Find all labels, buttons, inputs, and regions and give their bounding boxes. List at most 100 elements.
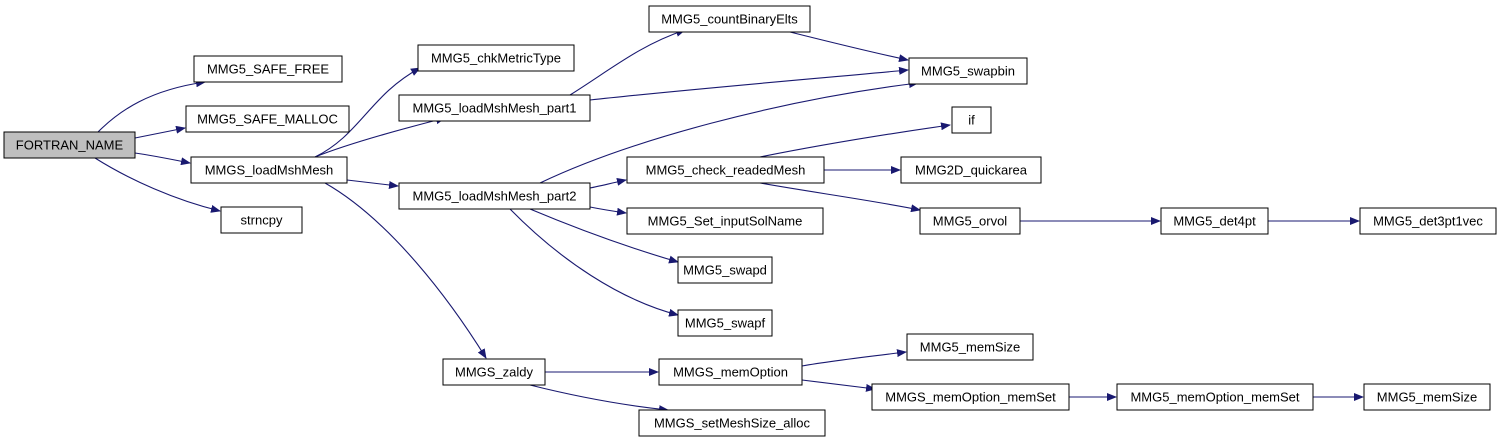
node-label: MMGS_memOption_memSet [885,390,1056,405]
node-safe-malloc[interactable]: MMG5_SAFE_MALLOC [185,105,350,133]
node-label: MMG5_SAFE_FREE [207,62,329,77]
edge-loadmsh-to-zaldy [324,182,487,359]
node-box[interactable] [626,156,825,184]
node-label: MMG5_Set_inputSolName [648,214,803,229]
node-safe-free[interactable]: MMG5_SAFE_FREE [193,55,343,83]
node-box[interactable] [398,182,591,210]
node-label: MMG5_memSize [920,340,1020,355]
edge-part1-to-countbin [569,29,686,96]
node-box[interactable] [3,131,136,159]
node-box[interactable] [638,409,826,437]
node-box[interactable] [658,358,803,386]
edge-countbin-to-swapbin [789,31,909,63]
node-label: MMG5_memSize [1377,390,1477,405]
edge-fortran-to-strncpy [94,157,221,213]
node-label: MMGS_loadMshMesh [205,163,334,178]
node-chkmetric[interactable]: MMG5_chkMetricType [417,44,575,72]
node-label: MMG5_det4pt [1173,214,1256,229]
edge-fortran-to-loadmsh [134,152,191,166]
edge-fortran-to-safe_malloc [134,125,186,139]
node-box[interactable] [185,105,350,133]
node-label: MMG5_swapf [685,316,766,331]
node-swapd[interactable]: MMG5_swapd [677,256,773,284]
node-label: MMG5_loadMshMesh_part1 [412,101,576,116]
node-label: MMG5_swapd [683,263,767,278]
node-box[interactable] [193,55,343,83]
node-part2[interactable]: MMG5_loadMshMesh_part2 [398,182,591,210]
node-box[interactable] [677,309,773,337]
node-memoption[interactable]: MMGS_memOption [658,358,803,386]
node-label: MMG5_det3pt1vec [1373,214,1483,229]
node-label: MMG5_SAFE_MALLOC [197,112,338,127]
node-box[interactable] [1160,207,1269,235]
node-box[interactable] [190,156,348,184]
edge-loadmsh-to-part2 [346,179,399,189]
node-check[interactable]: MMG5_check_readedMesh [626,156,825,184]
node-fortran[interactable]: FORTRAN_NAME [3,131,136,159]
node-part1[interactable]: MMG5_loadMshMesh_part1 [398,94,591,122]
node-if[interactable]: if [951,106,992,134]
node-box[interactable] [951,106,992,134]
node-box[interactable] [1359,207,1497,235]
node-label: MMG5_memOption_memSet [1130,390,1299,405]
node-setmeshsize[interactable]: MMGS_setMeshSize_alloc [638,409,826,437]
edge-part2-to-setinput [589,206,627,216]
node-label: if [968,113,975,128]
node-orvol[interactable]: MMG5_orvol [919,207,1021,235]
node-label: MMGS_memOption [673,365,788,380]
node-label: MMGS_zaldy [455,365,534,380]
node-box[interactable] [398,94,591,122]
node-label: MMG2D_quickarea [915,163,1028,178]
edge-check-to-if [759,122,951,158]
node-label: MMGS_setMeshSize_alloc [654,416,811,431]
node-label: MMG5_orvol [933,214,1008,229]
edge-check-to-orvol [759,182,921,213]
edge-loadmsh-to-part1 [314,116,446,158]
node-det3pt[interactable]: MMG5_det3pt1vec [1359,207,1497,235]
node-box[interactable] [677,256,773,284]
node-box[interactable] [648,5,811,33]
node-swapbin[interactable]: MMG5_swapbin [908,57,1028,85]
node-loadmsh[interactable]: MMGS_loadMshMesh [190,156,348,184]
node-box[interactable] [919,207,1021,235]
node-label: MMG5_chkMetricType [431,51,561,66]
node-label: MMG5_swapbin [921,64,1015,79]
node-box[interactable] [1363,383,1491,411]
node-det4pt[interactable]: MMG5_det4pt [1160,207,1269,235]
node-strncpy[interactable]: strncpy [220,206,303,234]
edge-part2-to-swapf [509,208,679,317]
edge-memoption-to-memsize1 [801,349,907,367]
node-box[interactable] [871,383,1070,411]
node-box[interactable] [906,333,1034,361]
node-label: MMG5_loadMshMesh_part2 [412,189,576,204]
node-setinput[interactable]: MMG5_Set_inputSolName [626,207,824,235]
edge-zaldy-to-setmeshsize [529,384,669,414]
node-box[interactable] [220,206,303,234]
edge-part1-to-swapbin [589,66,909,101]
edge-memoption-to-memoptset [801,379,876,392]
edge-fortran-to-safe_free [97,79,206,133]
node-label: strncpy [241,213,283,228]
edge-loadmsh-to-chkmetric [314,67,421,158]
node-mmg5memoptset[interactable]: MMG5_memOption_memSet [1116,383,1314,411]
node-label: FORTRAN_NAME [16,138,124,153]
node-box[interactable] [417,44,575,72]
node-countbin[interactable]: MMG5_countBinaryElts [648,5,811,33]
node-memsize1[interactable]: MMG5_memSize [906,333,1034,361]
node-label: MMG5_check_readedMesh [646,163,806,178]
node-swapf[interactable]: MMG5_swapf [677,309,773,337]
node-memsize2[interactable]: MMG5_memSize [1363,383,1491,411]
edge-part2-to-swapd [529,208,679,264]
node-quickarea[interactable]: MMG2D_quickarea [900,156,1042,184]
node-layer: FORTRAN_NAME MMG5_SAFE_FREE MMG5_SAFE_MALL… [3,5,1497,437]
edge-layer [94,29,1364,414]
node-zaldy[interactable]: MMGS_zaldy [442,358,546,386]
node-box[interactable] [900,156,1042,184]
node-box[interactable] [908,57,1028,85]
node-memoptset[interactable]: MMGS_memOption_memSet [871,383,1070,411]
node-box[interactable] [1116,383,1314,411]
node-box[interactable] [442,358,546,386]
node-box[interactable] [626,207,824,235]
node-label: MMG5_countBinaryElts [661,12,798,27]
